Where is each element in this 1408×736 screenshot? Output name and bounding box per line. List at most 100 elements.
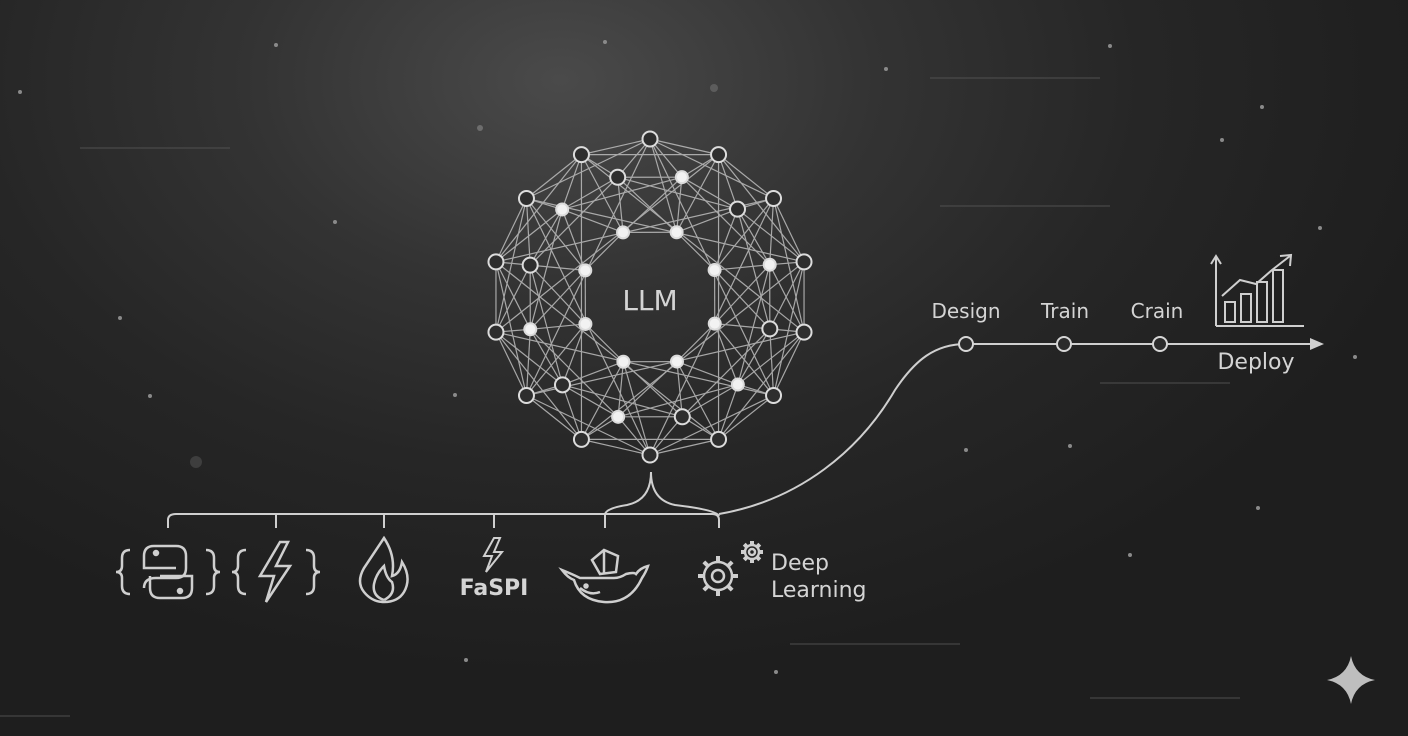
- network-edge: [676, 154, 720, 233]
- gear-tooth: [742, 542, 749, 549]
- network-edge: [495, 154, 582, 263]
- network-edge: [676, 361, 739, 386]
- network-edge: [526, 197, 805, 263]
- network-edge: [681, 176, 738, 210]
- network-edge: [495, 331, 582, 440]
- network-edge: [676, 208, 738, 233]
- network-node: [517, 387, 535, 405]
- network-node: [730, 377, 745, 392]
- network-node: [795, 253, 813, 271]
- gear-tooth: [726, 560, 734, 568]
- network-edge: [737, 208, 771, 265]
- fastapi-label: FaSPI: [460, 576, 529, 601]
- network-edge: [580, 154, 624, 233]
- network-edge: [495, 331, 563, 386]
- network-edge: [526, 331, 805, 397]
- tools-bracket: [167, 471, 720, 528]
- network-node: [762, 257, 777, 272]
- network-node: [517, 189, 535, 207]
- stage-node-design: [958, 336, 974, 352]
- network-node: [616, 354, 631, 369]
- network-node: [487, 253, 505, 271]
- whale-icon: [558, 548, 650, 604]
- pipeline-curve: [718, 343, 967, 515]
- flame-icon: [358, 535, 409, 604]
- network-edge: [676, 361, 720, 440]
- lightning-icon: [482, 537, 505, 573]
- network-node: [710, 430, 728, 448]
- growth-chart-icon: [1210, 253, 1304, 327]
- network-edge: [682, 384, 739, 418]
- network-node: [765, 189, 783, 207]
- network-edge: [584, 231, 624, 271]
- deep-learning-label-line2: Learning: [771, 578, 867, 603]
- network-edge: [769, 261, 805, 330]
- network-edge: [676, 177, 683, 233]
- network-node: [487, 323, 505, 341]
- sparkle-icon: [1327, 656, 1375, 704]
- network-node: [707, 263, 722, 278]
- network-edge: [737, 328, 771, 385]
- network-node: [710, 146, 728, 164]
- network-edge: [714, 269, 771, 330]
- stage-node-train: [1056, 336, 1072, 352]
- network-edge: [495, 198, 528, 333]
- lightning-braces-icon: [231, 540, 321, 603]
- network-edges: [495, 138, 805, 456]
- network-edge: [714, 198, 774, 271]
- gear-tooth: [755, 542, 762, 549]
- network-edge: [772, 198, 805, 333]
- stage-label-crain: Crain: [1131, 299, 1184, 323]
- network-edge: [676, 361, 683, 417]
- network-node: [553, 376, 571, 394]
- network-edge: [584, 323, 624, 363]
- network-edge: [714, 264, 771, 325]
- network-edge: [676, 231, 716, 271]
- deploy-label: Deploy: [1217, 350, 1294, 375]
- network-node: [641, 446, 659, 464]
- network-node: [572, 146, 590, 164]
- network-edge: [561, 384, 583, 440]
- network-edge: [649, 138, 678, 233]
- network-edge: [529, 329, 563, 386]
- network-edge: [714, 323, 770, 330]
- network-edge: [649, 138, 774, 200]
- network-edge: [622, 361, 651, 456]
- network-edge: [737, 264, 771, 385]
- network-edge: [561, 208, 624, 233]
- network-edge: [495, 154, 719, 333]
- network-node: [669, 354, 684, 369]
- network-edge: [530, 323, 586, 330]
- deep-learning-label-line1: Deep: [771, 551, 829, 576]
- network-edge: [561, 154, 583, 210]
- network-edge: [581, 138, 651, 156]
- network-node: [578, 316, 593, 331]
- gears-icon: [698, 541, 763, 596]
- gear-tooth: [726, 584, 734, 592]
- network-edge: [649, 138, 719, 156]
- network-edge: [676, 323, 716, 363]
- network-edge: [526, 395, 582, 440]
- network-edge: [717, 154, 739, 210]
- network-edge: [495, 264, 531, 333]
- network-edge: [617, 176, 738, 210]
- network-edge: [526, 323, 586, 396]
- network-edge: [617, 361, 624, 417]
- network-edge: [526, 394, 651, 456]
- network-edge: [526, 138, 651, 200]
- network-edge: [495, 331, 528, 396]
- network-edge: [529, 209, 563, 266]
- tool-flame: [358, 535, 409, 604]
- tool-lightning-braces: [231, 540, 321, 603]
- network-edge: [718, 154, 774, 199]
- network-edge: [529, 264, 586, 325]
- tool-fastapi: FaSPI: [460, 537, 529, 601]
- network-edge: [649, 394, 774, 456]
- tool-docker: [558, 548, 650, 604]
- network-node: [729, 200, 747, 218]
- network-edge: [526, 198, 586, 271]
- gear-tooth: [742, 555, 749, 562]
- network-node: [795, 323, 813, 341]
- network-node: [523, 322, 538, 337]
